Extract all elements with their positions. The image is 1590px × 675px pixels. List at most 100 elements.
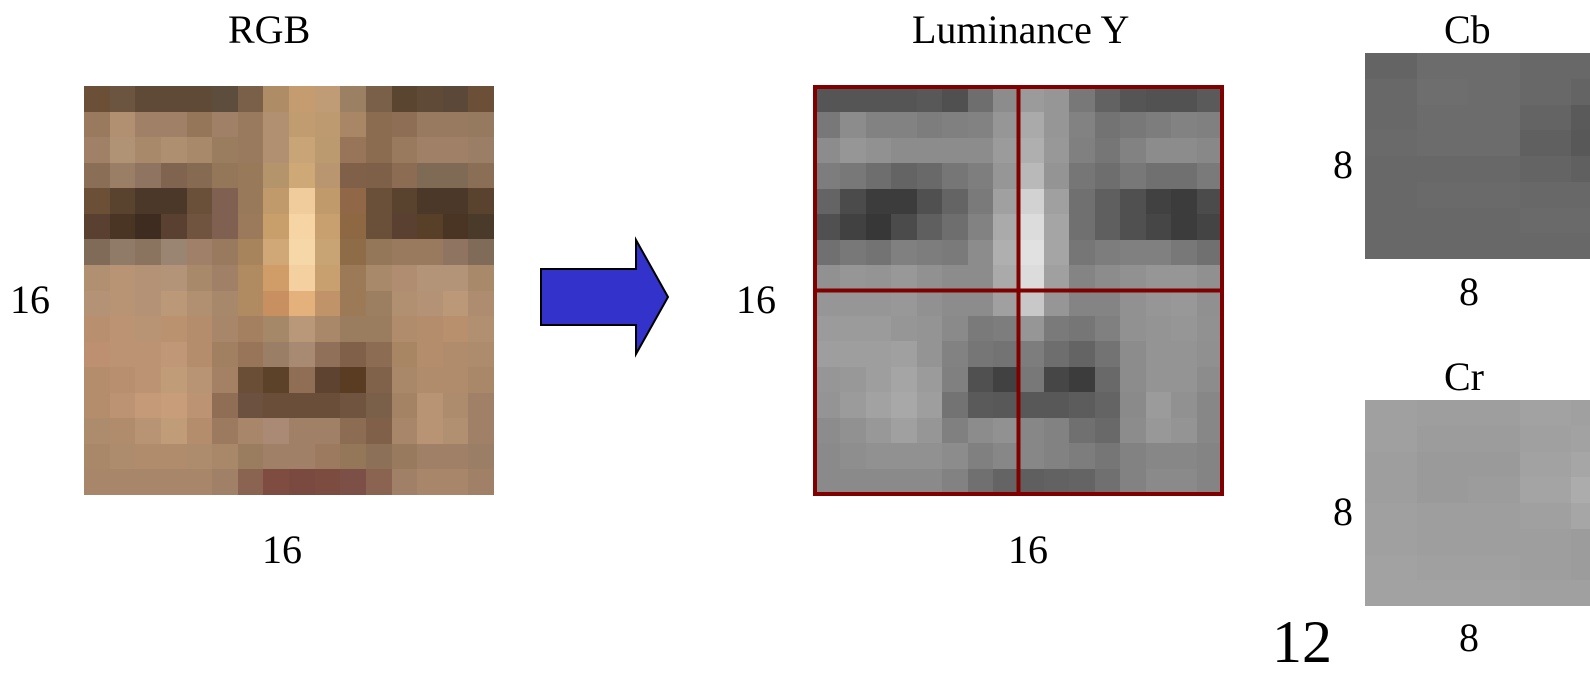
cb-pixel: [1468, 156, 1520, 182]
luminance-pixel: [840, 468, 866, 494]
rgb-pixel: [109, 137, 136, 163]
cb-pixel: [1416, 156, 1468, 182]
rgb-pixel: [160, 86, 187, 112]
cr-pixel: [1365, 425, 1417, 452]
rgb-pixel: [237, 111, 264, 138]
cr-pixel: [1468, 503, 1520, 529]
rgb-pixel: [365, 290, 392, 317]
rgb-pixel: [314, 367, 341, 393]
luminance-pixel: [967, 468, 994, 494]
rgb-pixel: [237, 188, 264, 214]
luminance-pixel: [865, 112, 892, 138]
rgb-pixel: [212, 111, 238, 138]
cr-pixel: [1416, 580, 1468, 606]
luminance-pixel: [967, 163, 994, 189]
luminance-pixel: [1171, 468, 1197, 494]
rgb-pixel: [109, 111, 136, 138]
luminance-pixel: [840, 112, 866, 138]
luminance-pixel: [1120, 392, 1146, 418]
luminance-pixel: [815, 214, 841, 240]
cb-pixel: [1468, 207, 1520, 234]
rgb-pixel: [237, 213, 264, 240]
rgb-pixel: [314, 290, 341, 317]
luminance-pixel: [916, 468, 943, 494]
luminance-pixel: [993, 214, 1019, 240]
luminance-pixel: [1043, 290, 1070, 316]
luminance-pixel: [967, 239, 994, 266]
luminance-pixel: [865, 341, 892, 367]
rgb-pixel: [84, 264, 110, 291]
rgb-pixel: [289, 418, 315, 444]
rgb-pixel: [468, 264, 494, 291]
luminance-pixel: [865, 137, 892, 164]
rgb-pixel: [237, 290, 264, 317]
rgb-pixel: [160, 188, 187, 214]
luminance-pixel: [1196, 366, 1222, 393]
luminance-pixel: [1120, 265, 1146, 291]
luminance-pixel: [1018, 392, 1044, 418]
cb-pixel: [1468, 130, 1520, 156]
cb-pixel: [1519, 207, 1571, 234]
rgb-pixel: [212, 239, 238, 265]
luminance-pixel: [942, 163, 968, 189]
rgb-pixel: [442, 392, 469, 419]
rgb-pixel: [263, 188, 289, 214]
cb-pixel: [1416, 78, 1468, 105]
rgb-pixel: [84, 392, 110, 419]
luminance-pixel: [865, 443, 892, 469]
rgb-pixel: [84, 367, 110, 393]
cb-pixel: [1416, 104, 1468, 131]
luminance-pixel: [815, 290, 841, 316]
luminance-pixel: [916, 87, 943, 113]
cb-pixel: [1365, 130, 1417, 156]
luminance-pixel: [967, 214, 994, 240]
luminance-pixel: [891, 392, 917, 418]
rgb-pixel: [340, 316, 366, 342]
rgb-pixel: [442, 239, 469, 265]
luminance-pixel: [1069, 443, 1095, 469]
rgb-pixel: [340, 162, 366, 189]
cr-pixel: [1468, 554, 1520, 581]
rgb-pixel: [186, 162, 213, 189]
luminance-pixel: [1094, 87, 1121, 113]
rgb-pixel: [263, 443, 289, 470]
luminance-pixel: [1120, 137, 1146, 164]
luminance-pixel: [840, 188, 866, 215]
luminance-pixel: [815, 188, 841, 215]
rgb-pixel: [391, 316, 418, 342]
rgb-width-label: 16: [262, 527, 302, 572]
rgb-pixel: [365, 162, 392, 189]
luminance-pixel: [1196, 392, 1222, 418]
rgb-pixel: [417, 469, 443, 495]
luminance-pixel: [1069, 214, 1095, 240]
rgb-pixel: [340, 264, 366, 291]
rgb-pixel: [84, 341, 110, 368]
luminance-pixel: [865, 239, 892, 266]
rgb-pixel: [391, 341, 418, 368]
rgb-pixel: [314, 111, 341, 138]
rgb-pixel: [442, 213, 469, 240]
luminance-pixel: [1018, 265, 1044, 291]
rgb-pixel: [237, 86, 264, 112]
luminance-pixel: [840, 87, 866, 113]
luminance-pixel: [916, 417, 943, 444]
rgb-pixel: [417, 367, 443, 393]
luminance-pixel: [840, 214, 866, 240]
cb-pixel: [1365, 53, 1417, 79]
rgb-pixel: [417, 162, 443, 189]
luminance-pixel: [993, 443, 1019, 469]
luminance-pixel: [815, 392, 841, 418]
cb-pixel: [1571, 78, 1590, 105]
cb-pixel: [1571, 207, 1590, 234]
rgb-pixel: [468, 213, 494, 240]
luminance-pixel: [1069, 163, 1095, 189]
luminance-pixel: [1094, 163, 1121, 189]
rgb-pixel: [109, 469, 136, 495]
luminance-pixel: [916, 214, 943, 240]
luminance-pixel: [1120, 163, 1146, 189]
luminance-pixel: [1094, 239, 1121, 266]
rgb-pixel: [442, 264, 469, 291]
luminance-pixel: [1196, 163, 1222, 189]
luminance-pixel: [1196, 87, 1222, 113]
luminance-pixel: [891, 214, 917, 240]
